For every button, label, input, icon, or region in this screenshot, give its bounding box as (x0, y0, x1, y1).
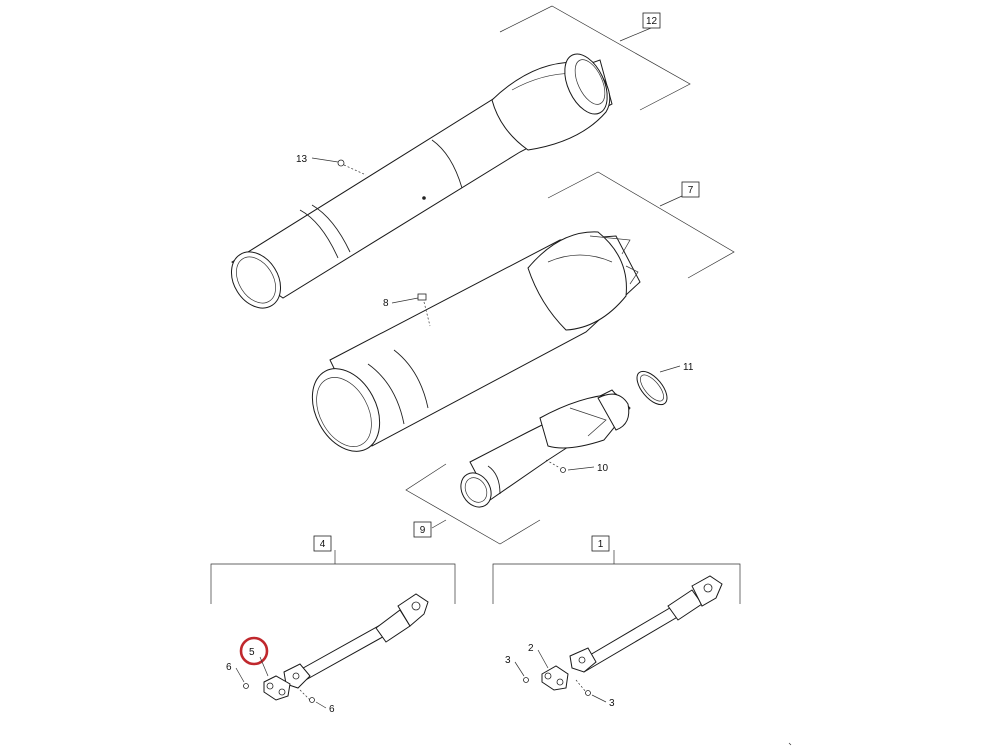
callout-9-label: 9 (420, 525, 426, 536)
callout-3-right[interactable]: 3 (575, 679, 615, 709)
callout-3-left-label: 3 (505, 655, 511, 666)
shield-tube-7[interactable] (299, 231, 641, 463)
callout-2[interactable]: 2 (528, 643, 549, 669)
callout-11[interactable]: 11 (659, 362, 694, 373)
outer-tube-12[interactable] (221, 47, 615, 317)
circlip-11[interactable] (631, 366, 672, 409)
callout-12-label: 12 (646, 16, 658, 27)
callout-8-label: 8 (383, 298, 389, 309)
callout-1-label: 1 (598, 539, 604, 550)
corner-mark (788, 742, 792, 746)
driveshaft-assembly-4[interactable] (283, 593, 429, 689)
group-bracket-4 (210, 550, 456, 604)
callout-5-label: 5 (249, 647, 255, 658)
callout-9[interactable]: 9 (413, 521, 432, 538)
callout-6-left[interactable]: 6 (226, 662, 249, 689)
callout-2-label: 2 (528, 643, 534, 654)
cross-coupling-5[interactable] (263, 675, 291, 701)
callout-1[interactable]: 1 (591, 535, 610, 552)
callout-10-label: 10 (597, 463, 609, 474)
inner-yoke-9[interactable] (455, 389, 631, 513)
callout-5-highlight-ring (239, 636, 269, 666)
callout-13[interactable]: 13 (296, 154, 367, 176)
callout-12[interactable]: 12 (642, 12, 661, 29)
callout-3-left[interactable]: 3 (505, 655, 529, 683)
callout-6-left-label: 6 (226, 662, 232, 673)
group-frame-7 (547, 171, 735, 279)
callout-5[interactable]: 5 (239, 636, 269, 677)
driveshaft-assembly-1[interactable] (569, 575, 723, 673)
callout-4[interactable]: 4 (313, 535, 332, 552)
callout-11-label: 11 (683, 362, 694, 373)
callout-8[interactable]: 8 (383, 293, 431, 327)
group-frame-9 (405, 463, 541, 545)
callout-6-right[interactable]: 6 (299, 689, 335, 715)
callout-7-label: 7 (688, 185, 694, 196)
callout-10[interactable]: 10 (545, 459, 609, 474)
callout-6-right-label: 6 (329, 704, 335, 715)
callout-4-label: 4 (320, 539, 326, 550)
callout-13-label: 13 (296, 154, 308, 165)
cross-coupling-2[interactable] (541, 665, 569, 691)
callout-7[interactable]: 7 (681, 181, 700, 198)
group-bracket-1 (492, 550, 741, 604)
callout-3-right-label: 3 (609, 698, 615, 709)
group-frame-12 (499, 5, 691, 111)
